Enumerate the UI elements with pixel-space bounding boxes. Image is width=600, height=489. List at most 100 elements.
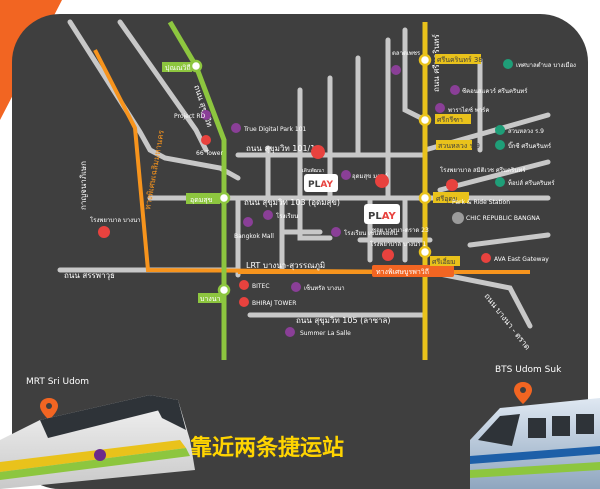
tag-sri-kritha bbox=[435, 114, 471, 124]
location-pin-icon bbox=[375, 174, 390, 188]
poi-bitec: BITEC bbox=[239, 280, 270, 290]
building-icon bbox=[503, 59, 513, 69]
poi-central-bangna: เซ็นทรัล บางนา bbox=[291, 282, 345, 292]
map-panel bbox=[12, 14, 588, 489]
svg-text:โรงพยาบาล บางนา 1: โรงพยาบาล บางนา 1 bbox=[370, 240, 426, 248]
mrt-logo-icon bbox=[94, 449, 106, 461]
building-icon bbox=[201, 110, 211, 120]
svg-text:โรงเรียน เซนต์จอห์น: โรงเรียน เซนต์จอห์น bbox=[344, 229, 397, 237]
poi-mega-school: โรงเรียน เซนต์จอห์น bbox=[331, 227, 397, 237]
play-location-1[interactable]: PLAY เดินพัฒนา bbox=[302, 145, 338, 192]
building-icon bbox=[239, 297, 249, 307]
svg-text:Summer La Salle: Summer La Salle bbox=[300, 330, 351, 337]
building-icon bbox=[341, 170, 351, 180]
play-location-2[interactable]: PLAY bbox=[364, 174, 400, 224]
label-sukhumvit-103: ถนน สุขุมวิท 103 (อุดมสุข) bbox=[244, 198, 340, 207]
building-icon bbox=[391, 65, 401, 75]
tree-icon bbox=[495, 140, 505, 150]
svg-text:ตลาดเพชร: ตลาดเพชร bbox=[392, 50, 421, 57]
poi-school-1: โรงเรียน bbox=[263, 210, 298, 220]
mrt-marker: MRT Sri Udom bbox=[26, 377, 89, 420]
building-icon bbox=[481, 253, 491, 263]
bts-green-stripe bbox=[470, 462, 600, 478]
hospital-cross-icon bbox=[98, 226, 110, 238]
building-icon bbox=[239, 280, 249, 290]
station-sri-iam-dot bbox=[418, 245, 432, 259]
svg-text:อุดมสุข มอลล์: อุดมสุข มอลล์ bbox=[352, 172, 388, 180]
building-icon bbox=[435, 103, 445, 113]
label-lrt: LRT บางนา-สุวรรณภูมิ bbox=[246, 261, 325, 271]
svg-text:BHIRAJ TOWER: BHIRAJ TOWER bbox=[252, 300, 296, 307]
brand-badge bbox=[364, 204, 400, 224]
label-sukhumvit-101-1: ถนน สุขุมวิท 101/1 bbox=[246, 144, 315, 153]
tag-bangna bbox=[198, 293, 222, 303]
poi-udomsuk-mall: อุดมสุข มอลล์ bbox=[341, 170, 388, 180]
svg-text:ซีคอนสแควร์ ศรีนครินทร์: ซีคอนสแควร์ ศรีนครินทร์ bbox=[462, 87, 528, 95]
station-sri-udom-label: ศรีอุดม bbox=[436, 195, 458, 203]
mrt-train-illustration bbox=[0, 395, 195, 489]
parking-icon bbox=[452, 212, 464, 224]
mrt-stations bbox=[418, 53, 432, 259]
brand-badge bbox=[304, 174, 338, 192]
svg-text:Bangkok Mall: Bangkok Mall bbox=[234, 233, 274, 240]
station-sri-nakharin-38-label: ศรีนครินทร์ 38 bbox=[437, 56, 483, 64]
poi-66-tower: 66 Tower bbox=[196, 135, 223, 157]
hospital-cross-icon bbox=[446, 179, 458, 191]
brand-logo-text: PLAY bbox=[368, 211, 396, 222]
svg-text:BITEC: BITEC bbox=[252, 283, 270, 290]
station-sri-kritha-label: ศรีกรีฑา bbox=[437, 116, 463, 124]
kanchana-badge bbox=[372, 265, 454, 277]
station-sri-nakharin-38-dot bbox=[418, 53, 432, 67]
building-icon bbox=[201, 135, 211, 145]
bts-marker: BTS Udom Suk bbox=[495, 365, 562, 404]
hospital-cross-icon bbox=[382, 249, 394, 261]
label-sukhumvit-105: ถนน สุขุมวิท 105 (ลาซาล) bbox=[296, 316, 391, 325]
poi-hospital-bangna: โรงพยาบาล บางนา bbox=[90, 216, 141, 238]
station-udomsuk-label: อุดมสุข bbox=[190, 196, 213, 204]
svg-text:Park & Ride Station: Park & Ride Station bbox=[452, 199, 510, 206]
road-east-lower bbox=[467, 232, 551, 248]
station-punnawithi-dot bbox=[189, 59, 203, 73]
svg-text:ท็อปส์ ศรีนครินทร์: ท็อปส์ ศรีนครินทร์ bbox=[508, 178, 555, 187]
poi-srinakharin-hospital: โรงพยาบาล สมิติเวช ศรีนครินทร์ bbox=[440, 166, 526, 191]
tag-udomsuk bbox=[186, 193, 220, 204]
poi-seacon: ซีคอนสแควร์ ศรีนครินทร์ bbox=[450, 85, 528, 95]
points-of-interest: True Digital Park 101 Project RD 66 Towe… bbox=[90, 50, 576, 337]
mrt-label: MRT Sri Udom bbox=[26, 377, 89, 387]
poi-project-rd: Project RD bbox=[174, 110, 211, 120]
bts-window-1 bbox=[528, 418, 546, 438]
building-icon bbox=[285, 327, 295, 337]
school-icon bbox=[263, 210, 273, 220]
poi-hospital-2: โรงพยาบาล บางนา 1 bbox=[370, 240, 426, 261]
svg-text:เซ็นทรัล บางนา: เซ็นทรัล บางนา bbox=[304, 283, 345, 292]
svg-text:เทศบาลตำบล บางเมือง: เทศบาลตำบล บางเมือง bbox=[516, 61, 576, 69]
tree-icon bbox=[495, 125, 505, 135]
pin-center bbox=[46, 403, 52, 409]
location-pin-icon bbox=[311, 145, 326, 159]
poi-suan-luang: สวนหลวง ร.9 bbox=[495, 125, 544, 135]
building-icon bbox=[231, 123, 241, 133]
svg-text:66 Tower: 66 Tower bbox=[196, 150, 223, 157]
brand-logo-text: PLAY bbox=[308, 180, 333, 190]
building-icon bbox=[495, 177, 505, 187]
bts-window-2 bbox=[552, 416, 570, 436]
poi-top: ท็อปส์ ศรีนครินทร์ bbox=[495, 177, 555, 187]
svg-text:CHIC REPUBLIC BANGNA: CHIC REPUBLIC BANGNA bbox=[466, 215, 541, 222]
train-windshield bbox=[150, 395, 186, 430]
tag-suan-luang bbox=[436, 140, 472, 150]
label-kanchana: ทางพิเศษบูรพาวิถี bbox=[376, 268, 429, 276]
train-windows bbox=[40, 395, 160, 438]
svg-text:AVA East Gateway: AVA East Gateway bbox=[494, 256, 549, 263]
poi-paradise: พาราไดซ์ พาร์ค bbox=[435, 103, 489, 114]
tag-sri-nakharin-38 bbox=[435, 54, 481, 64]
building-icon bbox=[291, 282, 301, 292]
tag-sri-udom bbox=[433, 192, 469, 203]
bts-green-line bbox=[167, 20, 227, 360]
tag-punnawithi bbox=[162, 62, 192, 72]
station-suan-luang-label: สวนหลวง ร.9 bbox=[438, 142, 480, 150]
station-punnawithi-label: ปุณณวิถี bbox=[165, 64, 191, 72]
station-udomsuk-dot bbox=[217, 191, 231, 205]
pin-label: เดินพัฒนา bbox=[302, 167, 325, 174]
svg-text:พาราไดซ์ พาร์ค: พาราไดซ์ พาร์ค bbox=[448, 106, 489, 114]
